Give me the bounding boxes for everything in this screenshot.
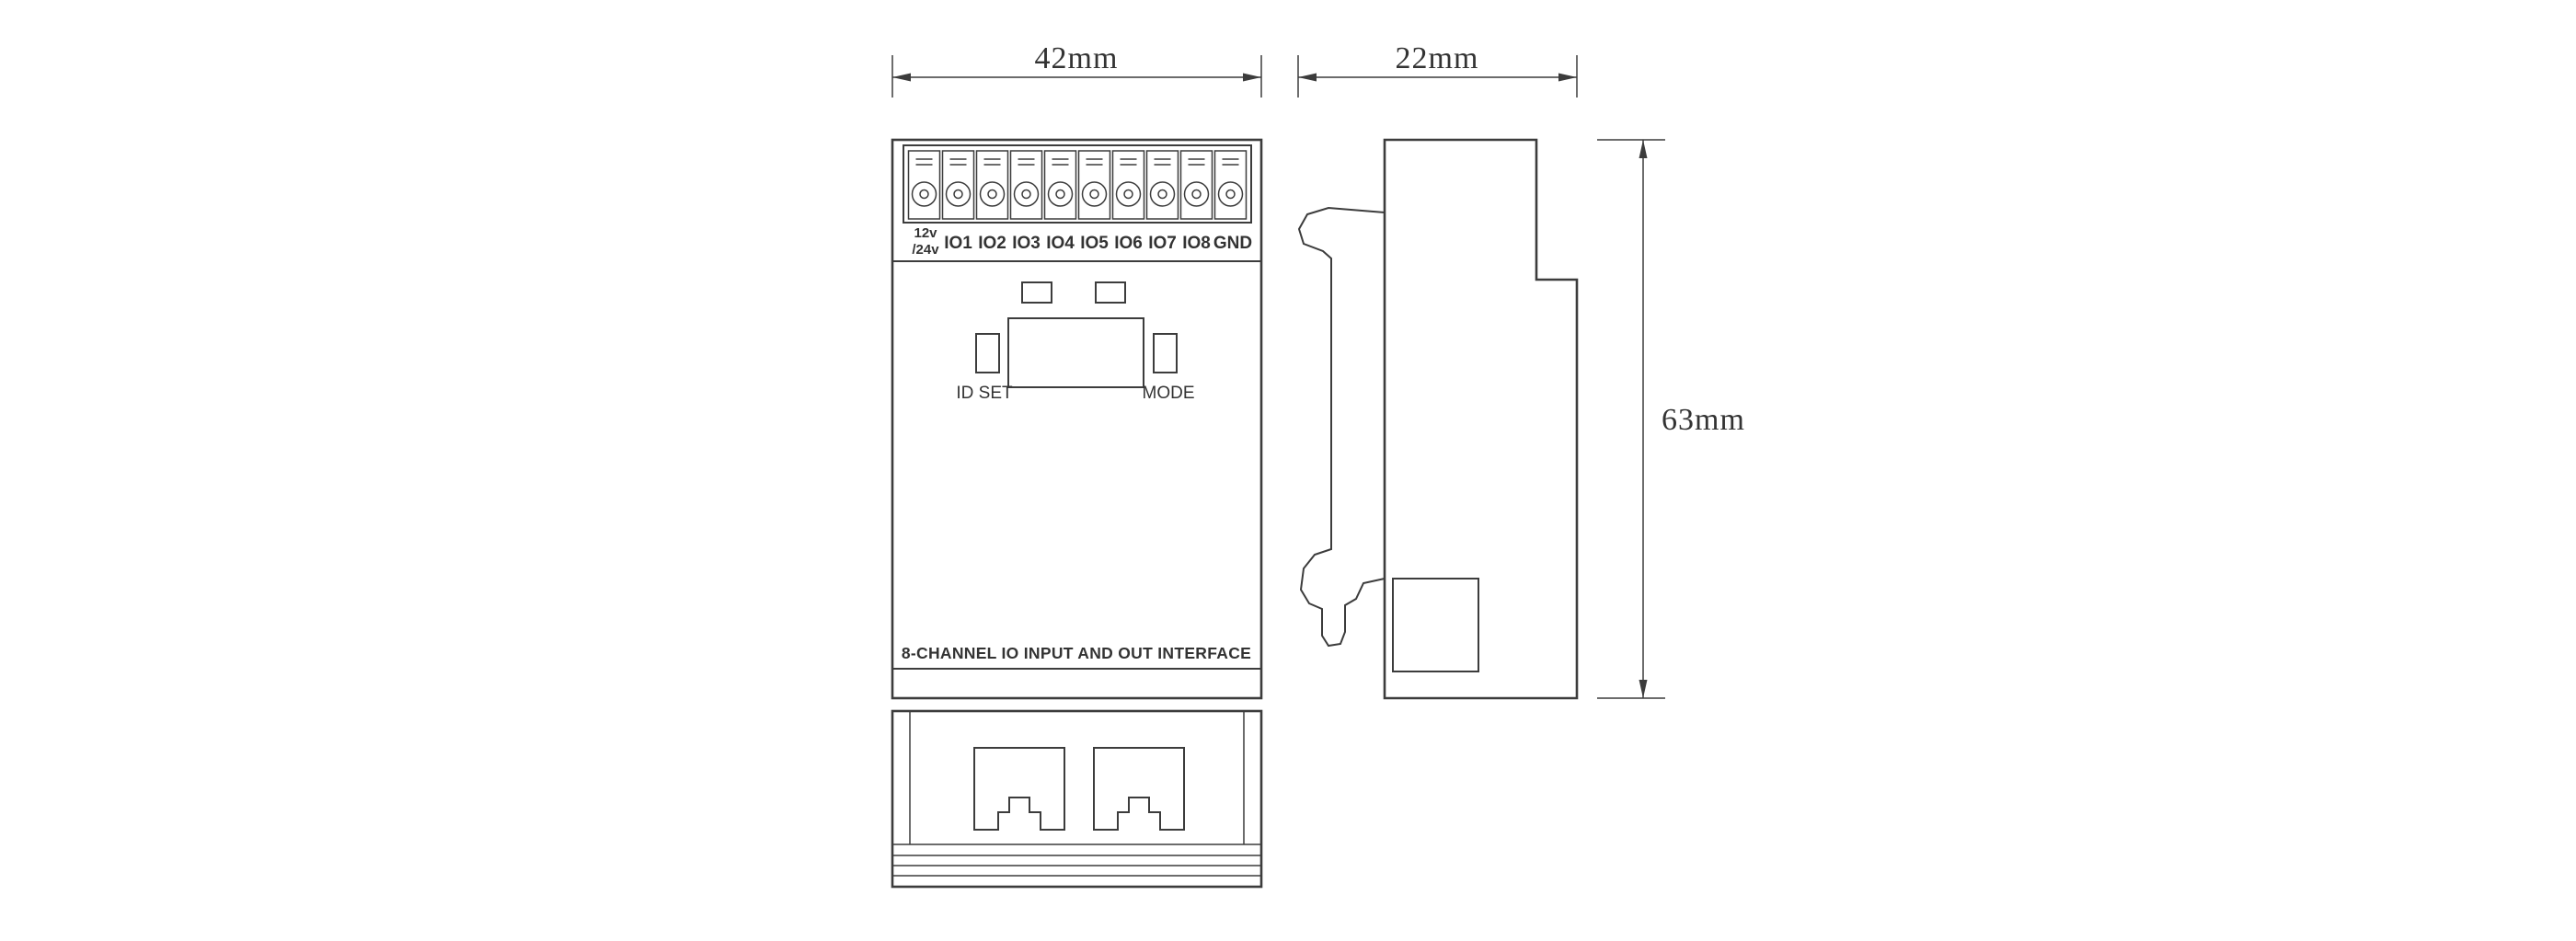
terminal-block-outline [903,144,1252,224]
screw-terminal [941,150,975,220]
screw-terminal [1111,150,1145,220]
screw-terminal [1179,150,1213,220]
indicator-window-left [1021,281,1052,304]
dimension-front-width: 42mm [891,41,1262,98]
screw-terminal [1043,150,1077,220]
dimension-side-depth: 22mm [1297,41,1578,98]
arrowhead-right [1243,73,1261,82]
network-section-outline [891,709,1263,889]
side-view [1297,138,1579,700]
side-body-outline [1383,138,1579,700]
terminal-label-io3: IO3 [1012,234,1041,253]
screw-terminal [1009,150,1043,220]
arrowhead-top [1639,140,1648,158]
rj45-jack-left [973,747,1065,831]
terminal-label-io7: IO7 [1148,234,1177,253]
front-view: 12v /24v IO1 IO2 IO3 IO4 IO5 IO6 IO7 IO8… [891,138,1263,700]
front-panel-components: ID SET MODE [956,281,1195,403]
terminal-label-gnd: GND [1213,234,1252,253]
indicator-window-right [1095,281,1126,304]
module-body-outline [891,138,1263,700]
din-rail-clip [1297,206,1386,648]
screw-terminal [1213,150,1248,220]
screw-terminal [907,150,941,220]
id-set-label: ID SET [956,384,1013,403]
arrowhead-left [892,73,911,82]
power-label-12v: 12v [914,225,937,241]
dimension-label-42mm: 42mm [1035,41,1119,75]
power-label-24v: /24v [912,242,939,258]
dimension-label-63mm: 63mm [1662,403,1745,437]
screw-terminal [1145,150,1179,220]
arrowhead-left [1298,73,1317,82]
terminal-labels: 12v /24v IO1 IO2 IO3 IO4 IO5 IO6 IO7 IO8… [912,225,1252,258]
network-port-section [891,709,1263,889]
side-detail-block [1392,578,1479,672]
terminal-label-io8: IO8 [1182,234,1211,253]
rj45-jack-right [1093,747,1185,831]
arrowhead-bottom [1639,680,1648,698]
id-set-button [975,333,1000,373]
terminal-label-io4: IO4 [1046,234,1075,253]
mode-label: MODE [1143,384,1195,403]
screw-terminal [1077,150,1111,220]
module-title-label: 8-CHANNEL IO INPUT AND OUT INTERFACE [902,644,1251,662]
display-window [1007,317,1144,388]
terminal-block [903,144,1252,224]
dimension-label-22mm: 22mm [1396,41,1479,75]
terminal-label-io5: IO5 [1080,234,1109,253]
terminal-label-io6: IO6 [1114,234,1143,253]
mode-button [1153,333,1178,373]
arrowhead-right [1558,73,1577,82]
terminal-label-io1: IO1 [944,234,972,253]
terminal-label-io2: IO2 [978,234,1006,253]
dimension-height: 63mm [1597,139,1745,699]
screw-terminal [975,150,1009,220]
